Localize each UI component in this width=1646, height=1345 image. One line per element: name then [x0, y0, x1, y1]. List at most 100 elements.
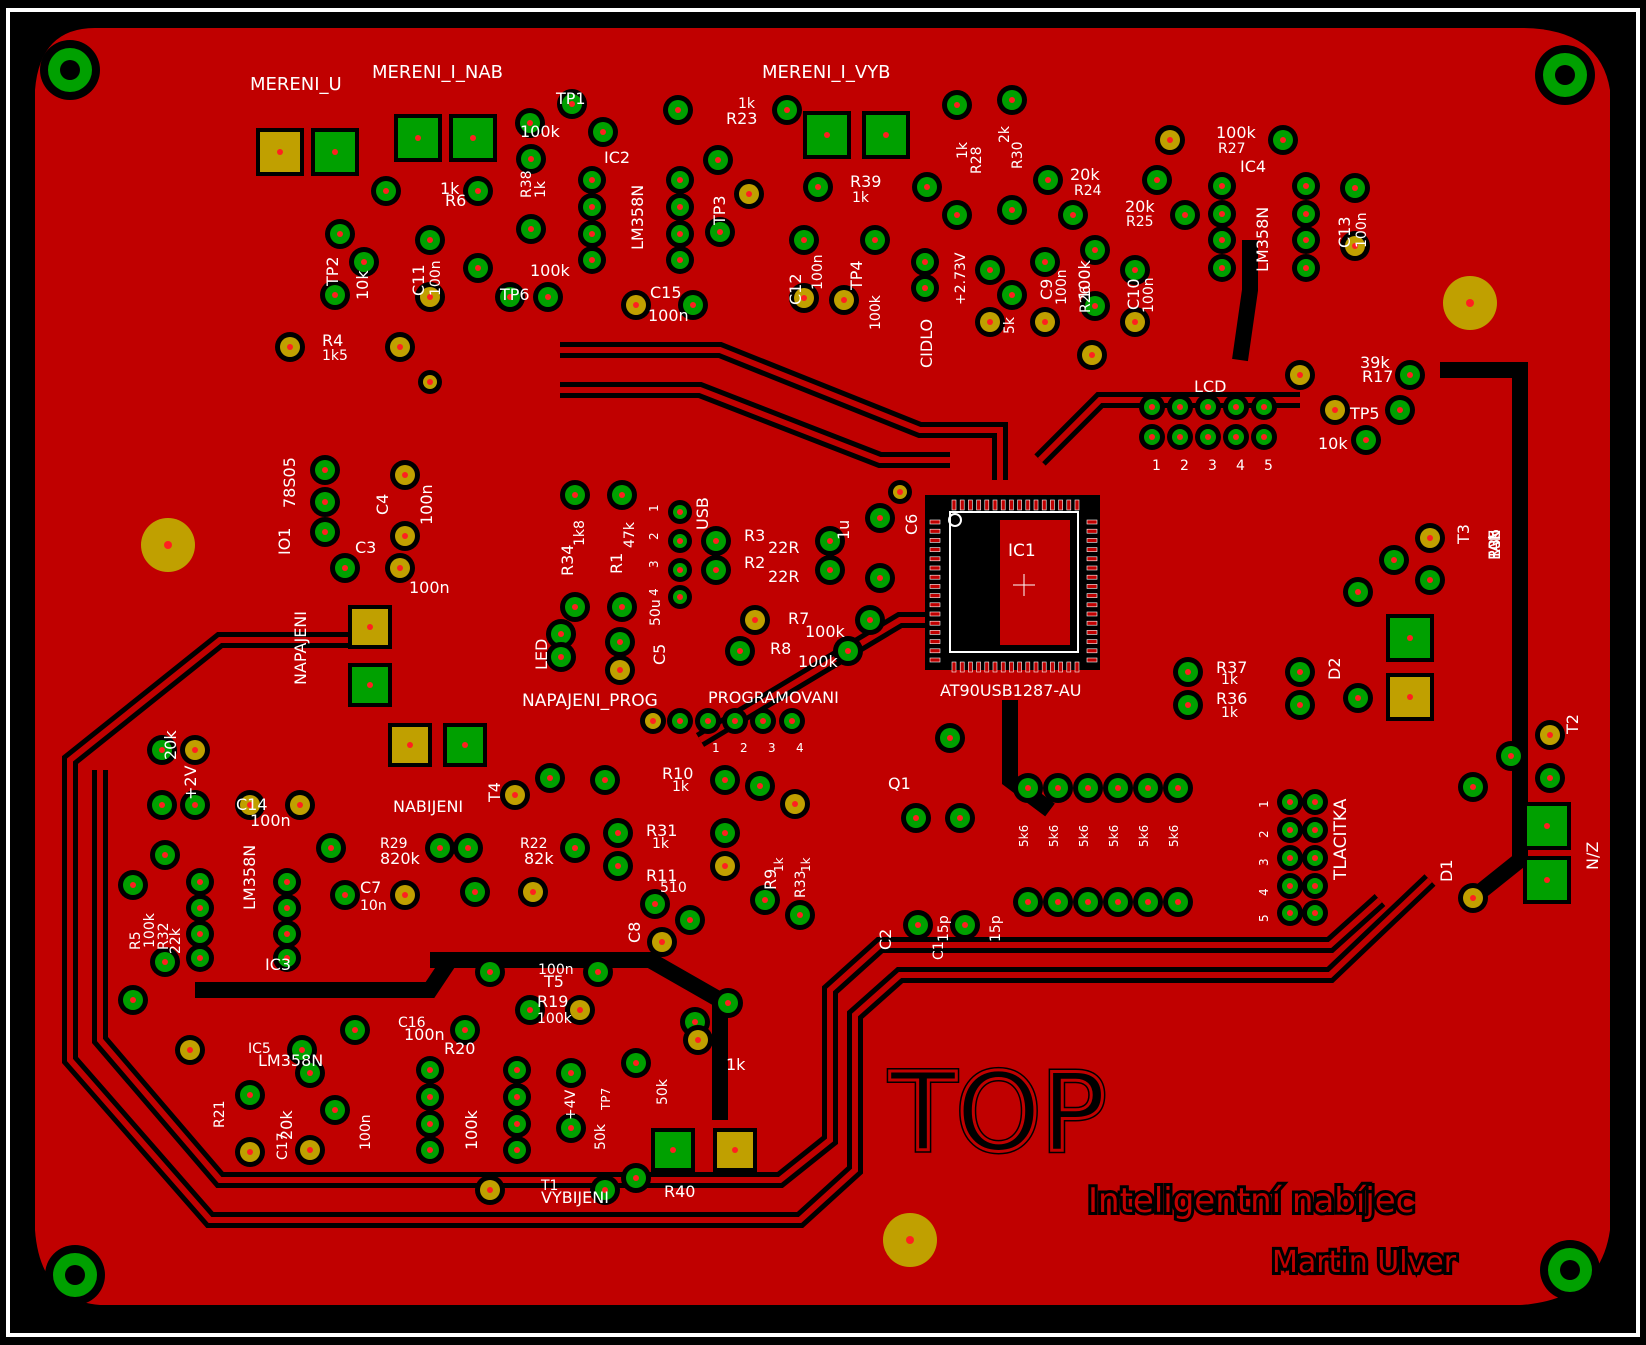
silk-label: C6 [902, 514, 921, 535]
ic1-pin [1086, 630, 1098, 635]
silk-label: 1k [652, 836, 670, 852]
silk-label: 1k [738, 96, 756, 112]
silk-label: R24 [1074, 183, 1102, 199]
silk-label: USB [693, 497, 712, 530]
silk-label: 5k6 [1137, 825, 1151, 847]
silk-label: 5 [1257, 914, 1271, 922]
silk-label: R36 [1216, 689, 1247, 708]
silk-label: LED [532, 639, 551, 670]
ic1-pin [968, 661, 973, 673]
silk-label: R27 [1218, 141, 1246, 157]
silk-label: R21 [212, 1100, 228, 1128]
silk-label: C16 [398, 1015, 426, 1031]
silk-label: R37 [1216, 658, 1247, 677]
author: Martin Ulver [1272, 1245, 1457, 1280]
silk-label: D2 [1325, 658, 1344, 681]
author-copper: Martin Ulver [1272, 1245, 1457, 1280]
ic1-pin [992, 499, 998, 511]
project-title-copper: Inteligentní nabíjec [1088, 1181, 1414, 1221]
silk-label: R4 [322, 331, 343, 350]
silk-label: 5k6 [1047, 825, 1061, 847]
ic1-pin [951, 661, 957, 673]
ic1-pin [1025, 499, 1031, 511]
silk-label: +2V [181, 765, 200, 800]
silk-label: TP6 [499, 285, 530, 304]
silk-label: 1 [647, 504, 661, 512]
silk-label: R25 [1126, 214, 1154, 230]
silk-label: 1k5 [322, 348, 348, 364]
silk-label: 1 [712, 741, 720, 755]
silk-label: 100k [1216, 123, 1257, 142]
silk-label: 100k [868, 294, 884, 330]
silk-label: 3 [768, 741, 776, 755]
ic1-pin [1033, 661, 1039, 673]
ic1-pin [929, 648, 941, 654]
silk-label: 1 [1257, 800, 1271, 808]
ic1-pin [1066, 499, 1072, 511]
silk-label: 78S05 [280, 457, 299, 508]
silk-label: C1 [931, 941, 947, 960]
silk-label: 100k [520, 122, 561, 141]
silk-label: R33 [793, 870, 809, 898]
ic1-pin [959, 499, 965, 511]
silk-label: 100n [417, 484, 436, 525]
silk-label: C7 [360, 878, 381, 897]
silk-label: VYBIJENI [541, 1188, 609, 1207]
silk-label: C9 [1037, 279, 1056, 300]
silk-label: 100n [404, 1025, 445, 1044]
silk-label: 100k [537, 1011, 573, 1027]
ic1-pin [1009, 499, 1014, 511]
silk-label: NAPAJENI_PROG [522, 691, 658, 711]
silk-label: C12 [786, 273, 805, 305]
ic1-pin [1086, 639, 1098, 644]
ic1-pin [1086, 657, 1098, 663]
silk-label: 1k [955, 141, 971, 159]
ic1-pin [929, 574, 941, 580]
silk-label: 1k [672, 779, 690, 795]
ic1-pin [1009, 661, 1014, 673]
silk-label: 100n [1141, 277, 1157, 313]
silk-label: C8 [625, 922, 644, 943]
ic1-pin [1086, 648, 1098, 654]
silk-label: 3 [1208, 458, 1217, 474]
silk-label: T2 [1563, 714, 1582, 735]
ic1-pin [929, 584, 941, 589]
ic1-pin [1086, 547, 1098, 552]
silk-label: 100k [462, 1109, 481, 1150]
silk-label: LM358N [258, 1051, 323, 1070]
silk-label: 5k6 [1077, 825, 1091, 847]
ic1-pin [929, 538, 941, 543]
silk-label: 10k [353, 270, 372, 300]
silk-label: R39 [850, 172, 881, 191]
ic1-pin [1086, 528, 1098, 534]
silk-label: T5 [543, 972, 564, 991]
silk-label: 3 [647, 560, 661, 568]
silk-label: D1 [1437, 860, 1456, 883]
ic1-pin [976, 499, 981, 511]
silk-label: C3 [355, 538, 376, 557]
silk-label: 100n [648, 306, 689, 325]
silk-label: R30 [1010, 141, 1026, 169]
silk-label: C2 [876, 929, 895, 950]
silk-label: 100n [810, 254, 826, 290]
silk-label: 1k [799, 857, 813, 872]
silk-label: TP5 [1349, 404, 1380, 423]
silk-label: 20k [1125, 197, 1155, 216]
ic1-pin [1086, 593, 1098, 598]
silk-label: 820k [380, 849, 421, 868]
ic1-pin [929, 657, 941, 663]
ic1-pin [984, 499, 990, 511]
silk-label: 1k [852, 190, 870, 206]
silk-label: MERENI_U [250, 74, 342, 95]
silk-label: 10k [1485, 530, 1504, 560]
silk-label: +2.73V [953, 252, 969, 305]
silk-label: 20k [161, 730, 180, 760]
silk-label: IC3 [265, 955, 291, 974]
ic1-pin [1033, 499, 1039, 511]
silk-label: 2 [740, 741, 748, 755]
title-mark: TOP [889, 1051, 1106, 1176]
mounting-holes [40, 40, 1600, 1305]
silk-label: 15p [936, 915, 952, 942]
